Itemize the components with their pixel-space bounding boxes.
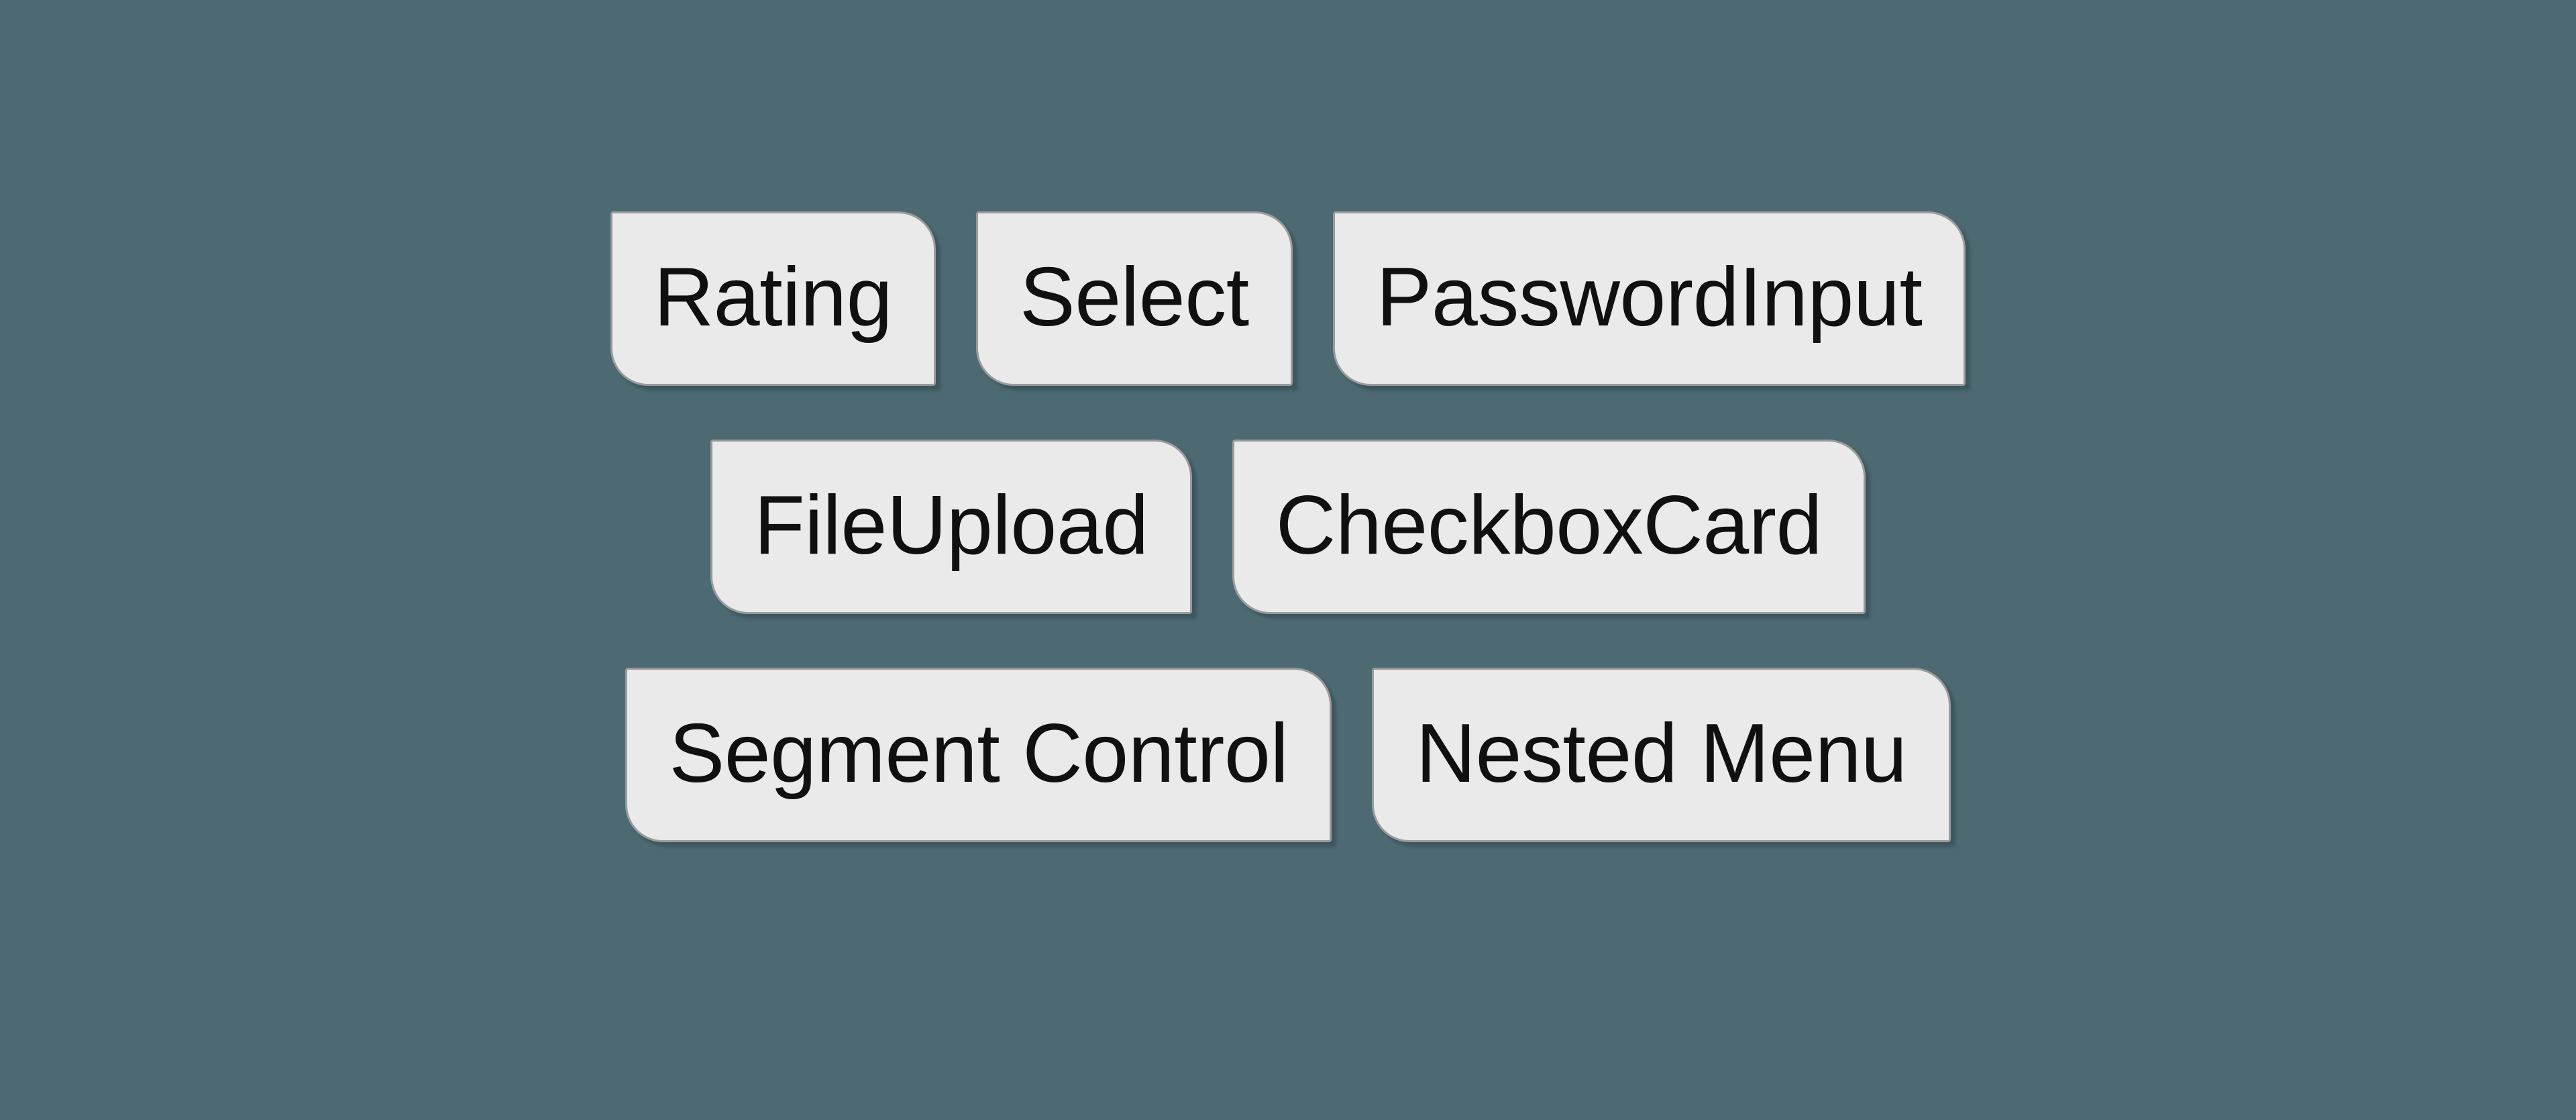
chip-button-nested-menu[interactable]: Nested Menu bbox=[1372, 668, 1951, 842]
chip-label: Nested Menu bbox=[1415, 707, 1907, 800]
component-button-grid: Rating Select PasswordInput FileUpload C… bbox=[0, 211, 2576, 842]
chip-button-segment-control[interactable]: Segment Control bbox=[625, 668, 1332, 842]
button-row-2: FileUpload CheckboxCard bbox=[710, 440, 1866, 614]
button-row-1: Rating Select PasswordInput bbox=[610, 211, 1966, 386]
chip-label: CheckboxCard bbox=[1275, 479, 1823, 572]
chip-label: FileUpload bbox=[754, 479, 1148, 572]
chip-label: PasswordInput bbox=[1376, 251, 1923, 344]
chip-label: Select bbox=[1020, 251, 1249, 344]
button-row-3: Segment Control Nested Menu bbox=[625, 668, 1951, 842]
chip-label: Rating bbox=[653, 251, 893, 344]
chip-button-select[interactable]: Select bbox=[976, 211, 1293, 386]
chip-button-rating[interactable]: Rating bbox=[610, 211, 936, 386]
chip-button-fileupload[interactable]: FileUpload bbox=[710, 440, 1192, 614]
chip-label: Segment Control bbox=[669, 707, 1289, 800]
chip-button-passwordinput[interactable]: PasswordInput bbox=[1332, 211, 1966, 386]
chip-button-checkboxcard[interactable]: CheckboxCard bbox=[1232, 440, 1866, 614]
